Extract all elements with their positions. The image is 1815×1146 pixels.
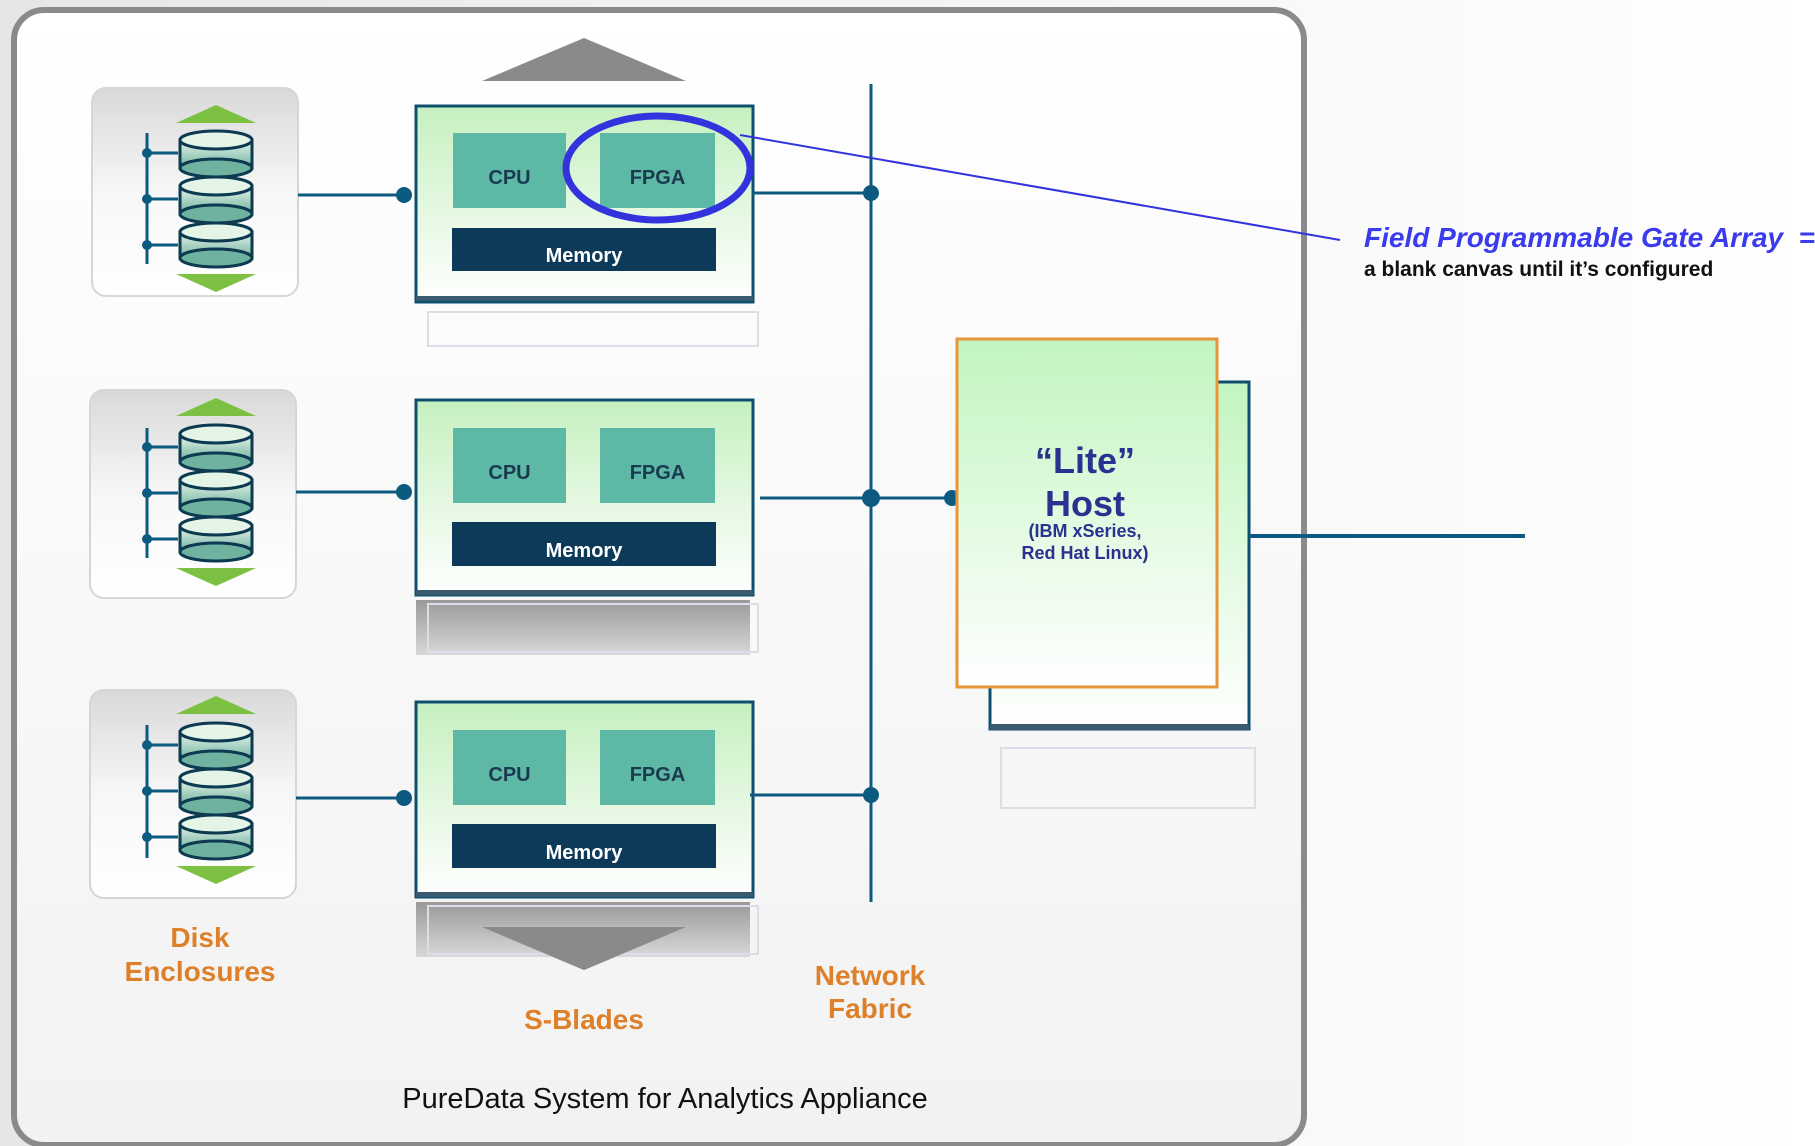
cpu-label: CPU: [488, 462, 531, 484]
disk-down-arrow: [176, 274, 256, 292]
host-subtitle-line2: Red Hat Linux): [1021, 543, 1149, 563]
disk-enclosure-1: [91, 87, 299, 297]
s-blade-3: [414, 700, 759, 957]
disk-icon: [178, 767, 254, 817]
memory-label: Memory: [545, 540, 623, 562]
fpga-chip: [600, 730, 715, 805]
disk-enclosure-3: [89, 689, 297, 899]
disk-enclosures-label-line2: Enclosures: [124, 956, 276, 987]
disk-down-arrow: [176, 568, 256, 586]
host-title-line1: “Lite”: [1034, 440, 1135, 481]
disk-icon: [178, 813, 254, 861]
disk-icon: [178, 221, 254, 269]
memory-module: [452, 824, 716, 868]
disk-icon: [178, 129, 254, 179]
fpga-highlight-ellipse: [562, 112, 754, 224]
cpu-label: CPU: [488, 167, 531, 189]
disk-enclosures-label-line1: Disk: [170, 922, 230, 953]
disk-up-arrow: [176, 105, 256, 123]
memory-label: Memory: [545, 842, 623, 864]
disk-icon: [178, 515, 254, 563]
disk-enclosure-2: [89, 389, 297, 599]
cpu-label: CPU: [488, 764, 531, 786]
memory-module: [452, 228, 716, 271]
disk-down-arrow: [176, 866, 256, 884]
fpga-label: FPGA: [629, 764, 686, 786]
stack-up-arrow: [482, 38, 686, 81]
grey-stack: [416, 600, 750, 655]
fpga-chip: [600, 133, 715, 208]
fpga-label: FPGA: [629, 462, 686, 484]
memory-label: Memory: [545, 245, 623, 267]
stack-down-arrow: [482, 927, 686, 970]
fpga-callout-title: Field Programmable Gate Array =: [1364, 222, 1815, 253]
disk-icon: [178, 175, 254, 225]
lite-host: [955, 337, 1256, 809]
cpu-chip: [453, 428, 566, 503]
s-blades-label: S-Blades: [524, 1004, 644, 1035]
appliance-title: PureData System for Analytics Appliance: [402, 1083, 928, 1115]
host-title-line2: Host: [1045, 483, 1125, 524]
memory-module: [452, 522, 716, 566]
fpga-chip: [600, 428, 715, 503]
disk-icon: [178, 469, 254, 519]
network-fabric-label-line1: Network: [814, 960, 926, 991]
cpu-chip: [453, 133, 566, 208]
fpga-callout-description: a blank canvas until it’s configured: [1364, 258, 1714, 281]
network-fabric-label-line2: Fabric: [827, 993, 913, 1024]
disk-icon: [178, 423, 254, 473]
fpga-label: FPGA: [629, 167, 686, 189]
host-subtitle-line1: (IBM xSeries,: [1028, 521, 1142, 541]
callout-line: [739, 134, 1341, 241]
disk-up-arrow: [176, 398, 256, 416]
disk-up-arrow: [176, 696, 256, 714]
cpu-chip: [453, 730, 566, 805]
disk-icon: [178, 721, 254, 771]
s-blade-2: [414, 398, 759, 655]
